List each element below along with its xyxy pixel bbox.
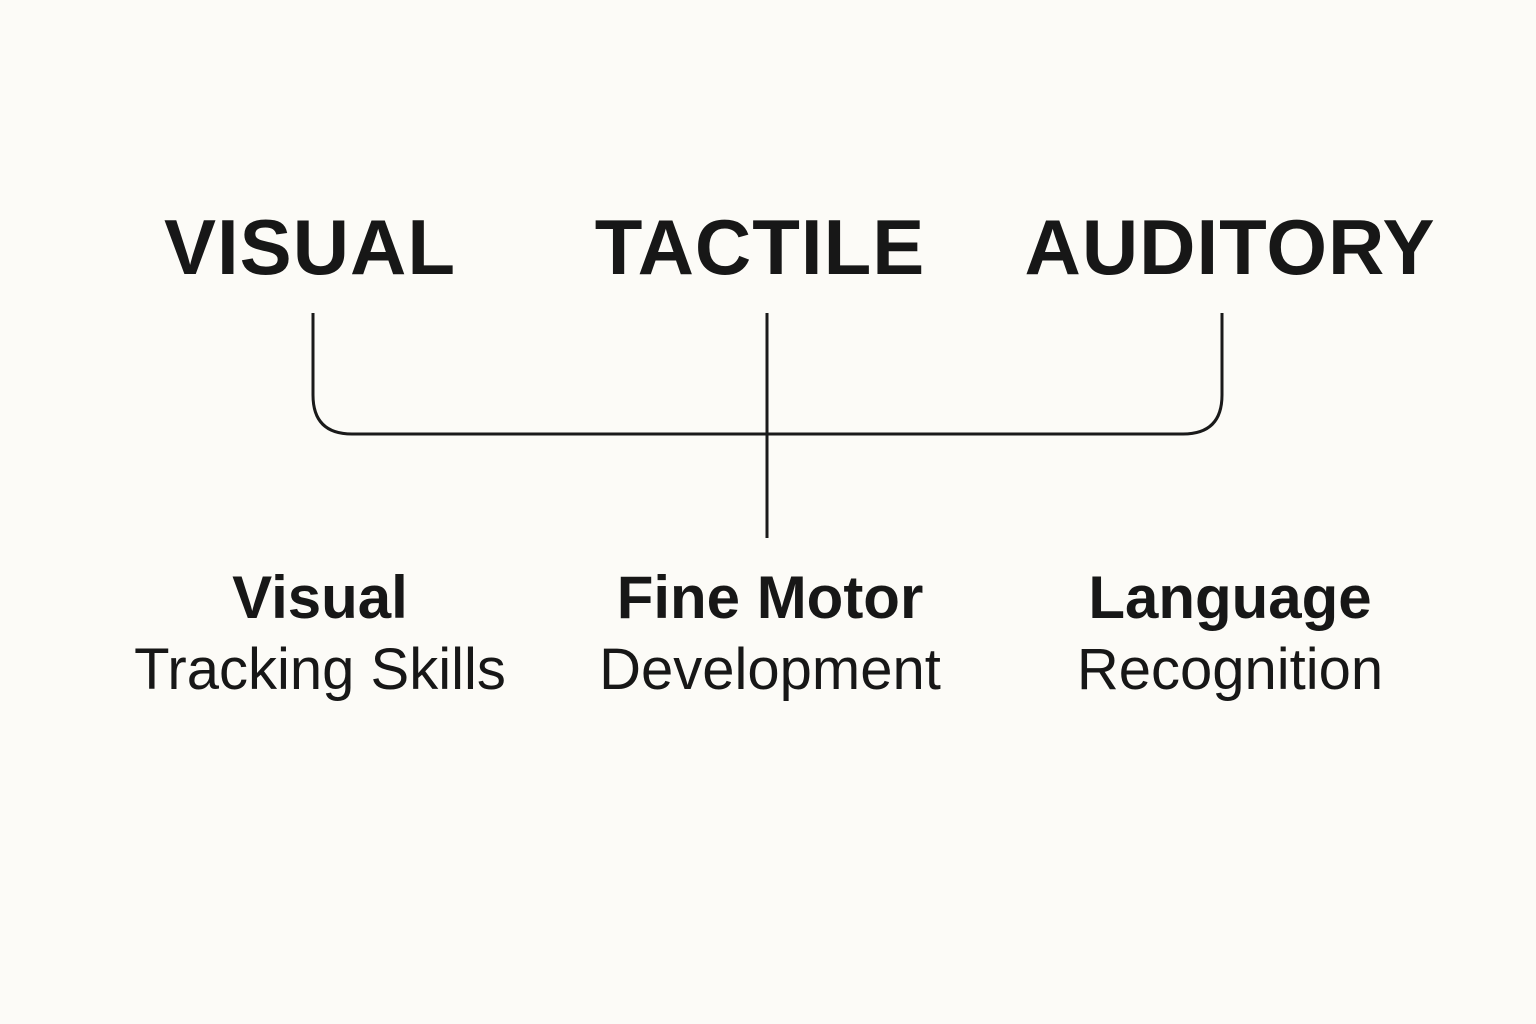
heading-tactile: TACTILE [594, 203, 926, 291]
heading-visual: VISUAL [163, 203, 457, 291]
heading-auditory: AUDITORY [1024, 203, 1436, 291]
outcome-tactile: Fine Motor Development [560, 562, 980, 706]
outcome-tactile-title: Fine Motor [616, 564, 924, 631]
outcome-visual-subtitle: Tracking Skills [134, 637, 506, 702]
outcome-tactile-subtitle: Development [599, 637, 941, 702]
outcome-auditory: Language Recognition [1030, 562, 1430, 706]
outcome-auditory-subtitle: Recognition [1076, 637, 1384, 702]
outcome-visual-title: Visual [232, 564, 408, 631]
outcome-auditory-title: Language [1088, 564, 1372, 631]
outcome-visual: Visual Tracking Skills [100, 562, 540, 706]
